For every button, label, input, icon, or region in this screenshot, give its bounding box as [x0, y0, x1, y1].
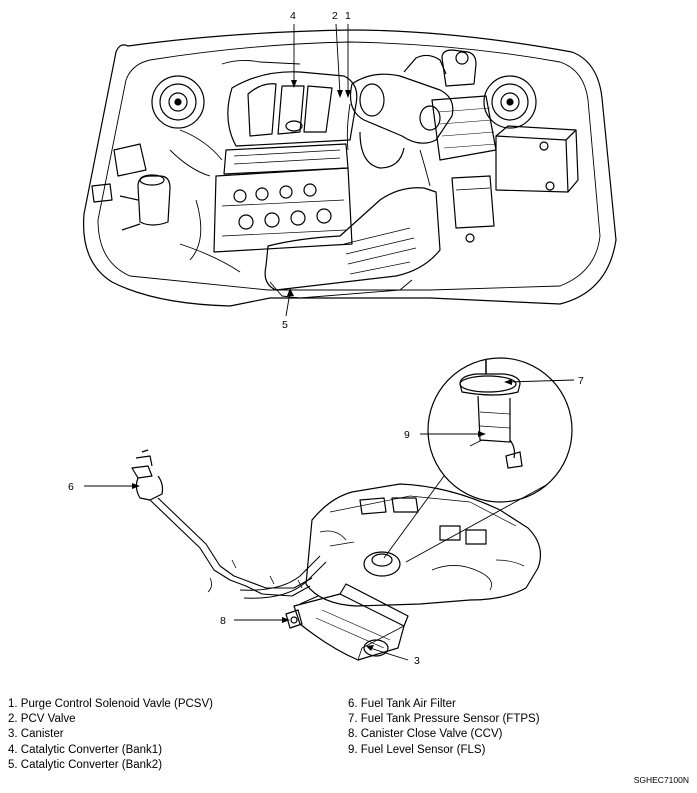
- fuel-tank-assembly: [131, 449, 541, 661]
- relay-box: [91, 143, 147, 203]
- callout-2: 2: [332, 10, 338, 22]
- legend-item-pcsv: 1. Purge Control Solenoid Vavle (PCSV): [8, 698, 213, 710]
- fuse-box: [451, 175, 495, 243]
- brake-fluid-reservoir: [119, 174, 171, 231]
- vent-line: [149, 497, 313, 597]
- canister: [293, 583, 409, 661]
- callout-5: 5: [282, 319, 288, 331]
- legend-item-fls: 9. Fuel Level Sensor (FLS): [348, 743, 486, 756]
- fuel-tank: [305, 483, 541, 607]
- battery: [495, 125, 579, 193]
- callout-labels: 4 2 1 5 6 7 9 8 3: [68, 10, 584, 667]
- engine-cover: [264, 187, 441, 299]
- legend-item-air-filter: 6. Fuel Tank Air Filter: [348, 698, 456, 710]
- intake-manifold: [223, 71, 358, 175]
- fuel-pump-detail-view: [383, 357, 573, 563]
- fuel-tank-air-filter: [131, 449, 164, 501]
- callout-6: 6: [68, 481, 74, 493]
- legend-left-column: 1. Purge Control Solenoid Vavle (PCSV) 2…: [8, 697, 213, 773]
- legend-item-catalytic-bank2: 5. Catalytic Converter (Bank2): [8, 758, 163, 771]
- arrowheads: [132, 80, 512, 651]
- air-filter-box: [431, 95, 497, 161]
- engine-compartment-illustration: [82, 29, 617, 307]
- legend-item-catalytic-bank1: 4. Catalytic Converter (Bank1): [8, 743, 163, 756]
- legend-item-ftps: 7. Fuel Tank Pressure Sensor (FTPS): [348, 713, 540, 726]
- legend-item-canister: 3. Canister: [8, 728, 64, 741]
- engine-hoses: [169, 59, 431, 273]
- callout-4: 4: [290, 10, 296, 22]
- canister-close-valve: [285, 609, 303, 629]
- callout-8: 8: [220, 615, 226, 627]
- left-strut-tower: [151, 75, 205, 129]
- legend-right-column: 6. Fuel Tank Air Filter 7. Fuel Tank Pre…: [348, 697, 540, 758]
- callout-7: 7: [578, 375, 584, 387]
- engine-block: [213, 167, 353, 253]
- coolant-reservoir: [441, 49, 477, 87]
- filler-tubes: [239, 555, 327, 605]
- right-strut-tower: [483, 75, 537, 129]
- callout-1: 1: [345, 10, 351, 22]
- legend-item-ccv: 8. Canister Close Valve (CCV): [348, 728, 503, 741]
- callout-3: 3: [414, 655, 420, 667]
- air-intake-duct: [349, 54, 454, 169]
- figure-code: SGHEC7100N: [633, 775, 689, 785]
- callout-9: 9: [404, 429, 410, 441]
- legend-item-pcv-valve: 2. PCV Valve: [8, 713, 76, 726]
- leader-lines: [84, 23, 575, 661]
